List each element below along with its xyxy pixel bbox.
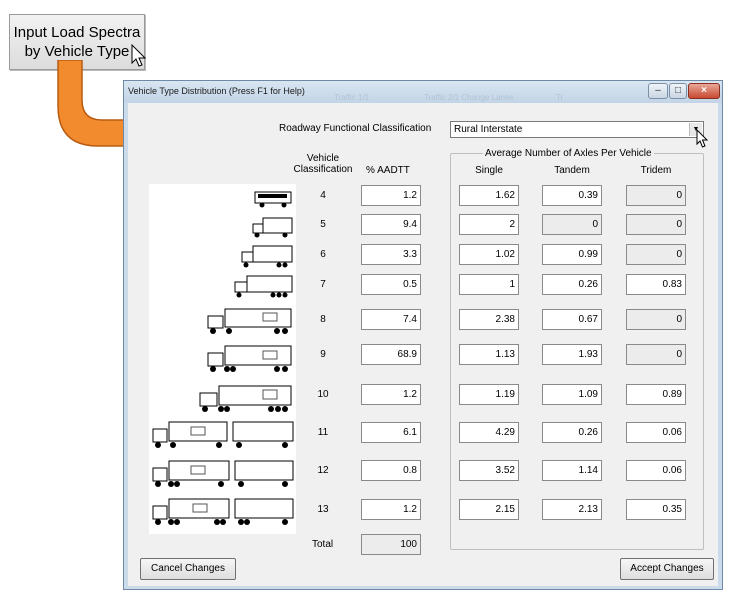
ghost-tab-2: Traffic 2/1 Change Lanes — [424, 93, 514, 102]
total-aadtt-field: 100 — [361, 534, 421, 555]
aadtt-header: % AADTT — [366, 165, 410, 176]
vehicle-type-distribution-window: Vehicle Type Distribution (Press F1 for … — [123, 80, 723, 590]
maximize-button[interactable]: □ — [669, 83, 687, 99]
aadtt-field-class-11[interactable]: 6.1 — [361, 422, 421, 443]
mouse-pointer-icon — [131, 44, 147, 67]
tandem-field-class-6[interactable]: 0.99 — [542, 244, 602, 265]
tandem-field-class-7[interactable]: 0.26 — [542, 274, 602, 295]
maximize-icon: □ — [674, 85, 682, 96]
tridem-field-class-11[interactable]: 0.06 — [626, 422, 686, 443]
class-label: 9 — [320, 349, 326, 360]
class-label: 11 — [317, 427, 329, 438]
tridem-header: Tridem — [640, 165, 672, 176]
callout-line2: by Vehicle Type — [24, 43, 130, 60]
single-field-class-10[interactable]: 1.19 — [459, 384, 519, 405]
roadway-classification-select[interactable]: Rural Interstate ▼ — [450, 121, 704, 138]
close-button[interactable]: × — [688, 83, 720, 99]
tridem-field-class-5: 0 — [626, 214, 686, 235]
aadtt-field-class-6[interactable]: 3.3 — [361, 244, 421, 265]
tridem-field-class-12[interactable]: 0.06 — [626, 460, 686, 481]
accept-changes-button[interactable]: Accept Changes — [620, 558, 714, 580]
tandem-field-class-10[interactable]: 1.09 — [542, 384, 602, 405]
title-bar[interactable]: Vehicle Type Distribution (Press F1 for … — [124, 81, 722, 103]
tridem-field-class-4: 0 — [626, 185, 686, 206]
aadtt-field-class-13[interactable]: 1.2 — [361, 499, 421, 520]
tandem-field-class-8[interactable]: 0.67 — [542, 309, 602, 330]
tandem-field-class-13[interactable]: 2.13 — [542, 499, 602, 520]
aadtt-field-class-9[interactable]: 68.9 — [361, 344, 421, 365]
class-label: 4 — [320, 190, 326, 201]
axles-group-title: Average Number of Axles Per Vehicle — [483, 148, 654, 159]
dialog-client-area: Roadway Functional Classification Rural … — [128, 103, 718, 586]
vehicle-images-panel — [149, 184, 296, 534]
single-field-class-7[interactable]: 1 — [459, 274, 519, 295]
aadtt-field-class-7[interactable]: 0.5 — [361, 274, 421, 295]
total-label: Total — [312, 539, 334, 550]
single-field-class-13[interactable]: 2.15 — [459, 499, 519, 520]
roadway-label: Roadway Functional Classification — [279, 123, 432, 134]
single-field-class-8[interactable]: 2.38 — [459, 309, 519, 330]
callout-line1: Input Load Spectra — [13, 24, 141, 41]
roadway-selected-value: Rural Interstate — [454, 124, 523, 135]
tandem-field-class-4[interactable]: 0.39 — [542, 185, 602, 206]
vehicle-classification-header: Vehicle Classification — [288, 153, 358, 175]
minimize-icon: – — [655, 85, 661, 96]
class-label: 8 — [320, 314, 326, 325]
class-label: 6 — [320, 249, 326, 260]
three-axle-truck-icon — [241, 245, 293, 268]
tridem-field-class-13[interactable]: 0.35 — [626, 499, 686, 520]
window-title: Vehicle Type Distribution (Press F1 for … — [128, 86, 305, 96]
class-label: 13 — [317, 504, 329, 515]
aadtt-field-class-8[interactable]: 7.4 — [361, 309, 421, 330]
mouse-pointer-icon — [696, 129, 709, 148]
single-field-class-4[interactable]: 1.62 — [459, 185, 519, 206]
single-unit-truck-icon — [252, 217, 293, 238]
double-trailer-icon — [152, 421, 294, 448]
aadtt-field-class-10[interactable]: 1.2 — [361, 384, 421, 405]
semi-trailer-icon — [207, 308, 292, 334]
single-header: Single — [475, 165, 503, 176]
tandem-header: Tandem — [554, 165, 590, 176]
single-field-class-6[interactable]: 1.02 — [459, 244, 519, 265]
tandem-field-class-5: 0 — [542, 214, 602, 235]
class-label: 7 — [320, 279, 326, 290]
tridem-field-class-6: 0 — [626, 244, 686, 265]
tandem-field-class-12[interactable]: 1.14 — [542, 460, 602, 481]
aadtt-field-class-5[interactable]: 9.4 — [361, 214, 421, 235]
tridem-field-class-10[interactable]: 0.89 — [626, 384, 686, 405]
tridem-field-class-9: 0 — [626, 344, 686, 365]
cancel-changes-button[interactable]: Cancel Changes — [140, 558, 236, 580]
minimize-button[interactable]: – — [648, 83, 668, 99]
ghost-tab-3: Tr — [556, 93, 564, 102]
single-field-class-12[interactable]: 3.52 — [459, 460, 519, 481]
bus-icon — [254, 191, 292, 208]
tridem-field-class-7[interactable]: 0.83 — [626, 274, 686, 295]
four-axle-truck-icon — [234, 275, 293, 298]
close-icon: × — [701, 85, 707, 96]
vehicle-header-line2: Classification — [293, 164, 353, 175]
six-axle-semi-icon — [199, 385, 292, 412]
single-field-class-11[interactable]: 4.29 — [459, 422, 519, 443]
tandem-field-class-11[interactable]: 0.26 — [542, 422, 602, 443]
single-field-class-9[interactable]: 1.13 — [459, 344, 519, 365]
ghost-tab-1: Traffic 1/1 — [334, 93, 370, 102]
tandem-field-class-9[interactable]: 1.93 — [542, 344, 602, 365]
aadtt-field-class-4[interactable]: 1.2 — [361, 185, 421, 206]
aadtt-field-class-12[interactable]: 0.8 — [361, 460, 421, 481]
vehicle-header-line1: Vehicle — [306, 153, 340, 164]
double-trailer-6axle-icon — [152, 460, 294, 487]
class-label: 5 — [320, 219, 326, 230]
tridem-field-class-8: 0 — [626, 309, 686, 330]
single-field-class-5[interactable]: 2 — [459, 214, 519, 235]
class-label: 10 — [317, 389, 329, 400]
tractor-semitrailer-icon — [207, 345, 292, 372]
multi-trailer-icon — [152, 498, 294, 525]
class-label: 12 — [317, 465, 329, 476]
